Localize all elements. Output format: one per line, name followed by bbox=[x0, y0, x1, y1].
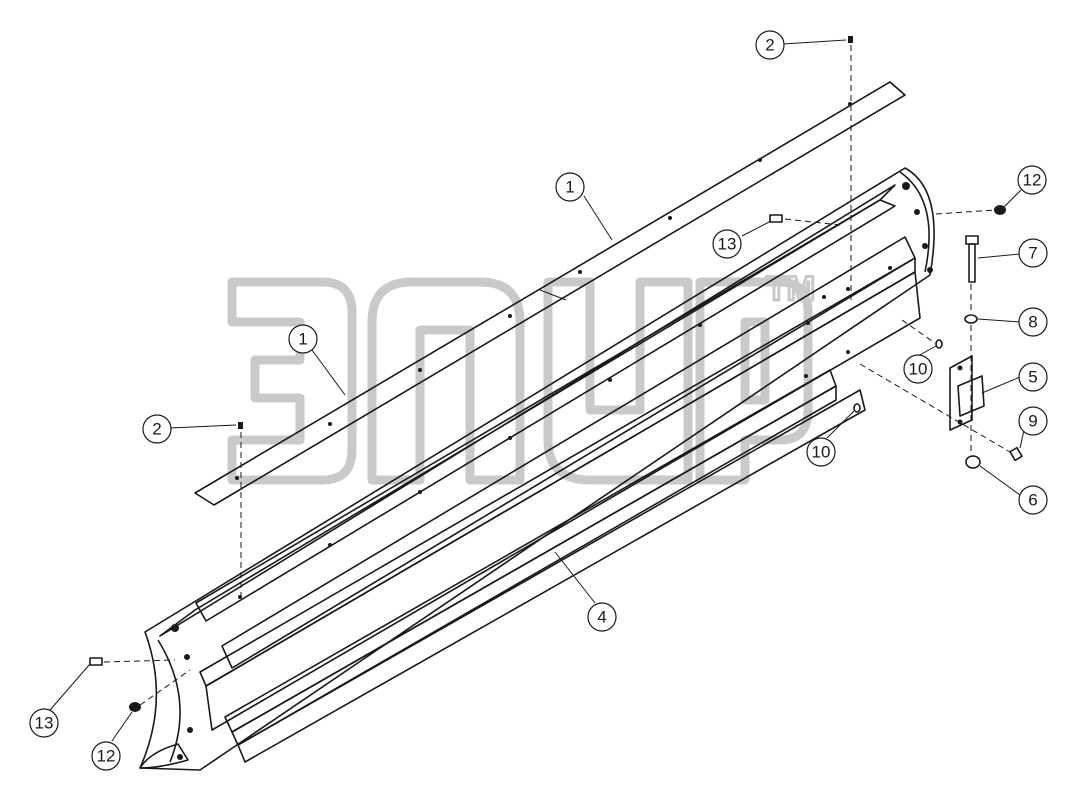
callout-label: 1 bbox=[565, 178, 574, 197]
callout-4: 4 bbox=[587, 602, 617, 632]
callout-label: 5 bbox=[1028, 368, 1037, 387]
callout-1-mid: 1 bbox=[288, 324, 318, 354]
callout-12-left: 12 bbox=[91, 741, 121, 771]
callout-13-left: 13 bbox=[29, 708, 59, 738]
callout-label: 8 bbox=[1028, 313, 1037, 332]
callout-label: 4 bbox=[597, 608, 606, 627]
callout-label: 9 bbox=[1028, 412, 1037, 431]
callout-label: 13 bbox=[718, 235, 737, 254]
flap-holes bbox=[235, 102, 852, 480]
callout-label: 6 bbox=[1028, 491, 1037, 510]
part-13-bolt-right bbox=[769, 214, 783, 223]
callout-label: 7 bbox=[1028, 244, 1037, 263]
part-13-bolt-left bbox=[89, 657, 103, 666]
callout-9: 9 bbox=[1018, 406, 1048, 436]
part-12-nut-left bbox=[129, 702, 141, 712]
watermark-tm: TM bbox=[766, 270, 815, 308]
watermark-logo: TM bbox=[227, 269, 817, 485]
callout-label: 12 bbox=[1023, 171, 1042, 190]
part-2-fastener-left bbox=[238, 422, 243, 429]
callout-label: 10 bbox=[812, 443, 831, 462]
callout-label: 12 bbox=[97, 747, 116, 766]
part-5-bracket bbox=[949, 355, 985, 431]
callout-label: 10 bbox=[909, 360, 928, 379]
part-10-pins bbox=[853, 339, 943, 413]
part-6-nut bbox=[965, 455, 981, 469]
callout-label: 2 bbox=[765, 36, 774, 55]
part-9-bolt bbox=[1009, 446, 1023, 462]
part-7-bolt bbox=[965, 235, 979, 283]
callout-7: 7 bbox=[1018, 238, 1048, 268]
callout-label: 13 bbox=[35, 714, 54, 733]
callout-12-right: 12 bbox=[1017, 165, 1047, 195]
assembly-lines bbox=[103, 45, 1011, 706]
leader-lines bbox=[49, 39, 1025, 742]
part-2-fastener-top bbox=[848, 36, 853, 43]
callout-2-top: 2 bbox=[755, 30, 785, 60]
callout-2-left: 2 bbox=[142, 414, 172, 444]
callout-10-lower: 10 bbox=[806, 437, 836, 467]
callout-1-top: 1 bbox=[555, 172, 585, 202]
callout-6: 6 bbox=[1018, 485, 1048, 515]
callout-13-right: 13 bbox=[712, 229, 742, 259]
callout-label: 1 bbox=[298, 330, 307, 349]
part-8-washer bbox=[964, 314, 978, 324]
callout-10-upper: 10 bbox=[903, 354, 933, 384]
part-1-flap bbox=[194, 81, 906, 506]
part-4-moldboard bbox=[139, 167, 935, 771]
part-12-nut-right bbox=[994, 205, 1006, 215]
callout-label: 2 bbox=[152, 420, 161, 439]
callout-8: 8 bbox=[1018, 307, 1048, 337]
callout-5: 5 bbox=[1018, 362, 1048, 392]
